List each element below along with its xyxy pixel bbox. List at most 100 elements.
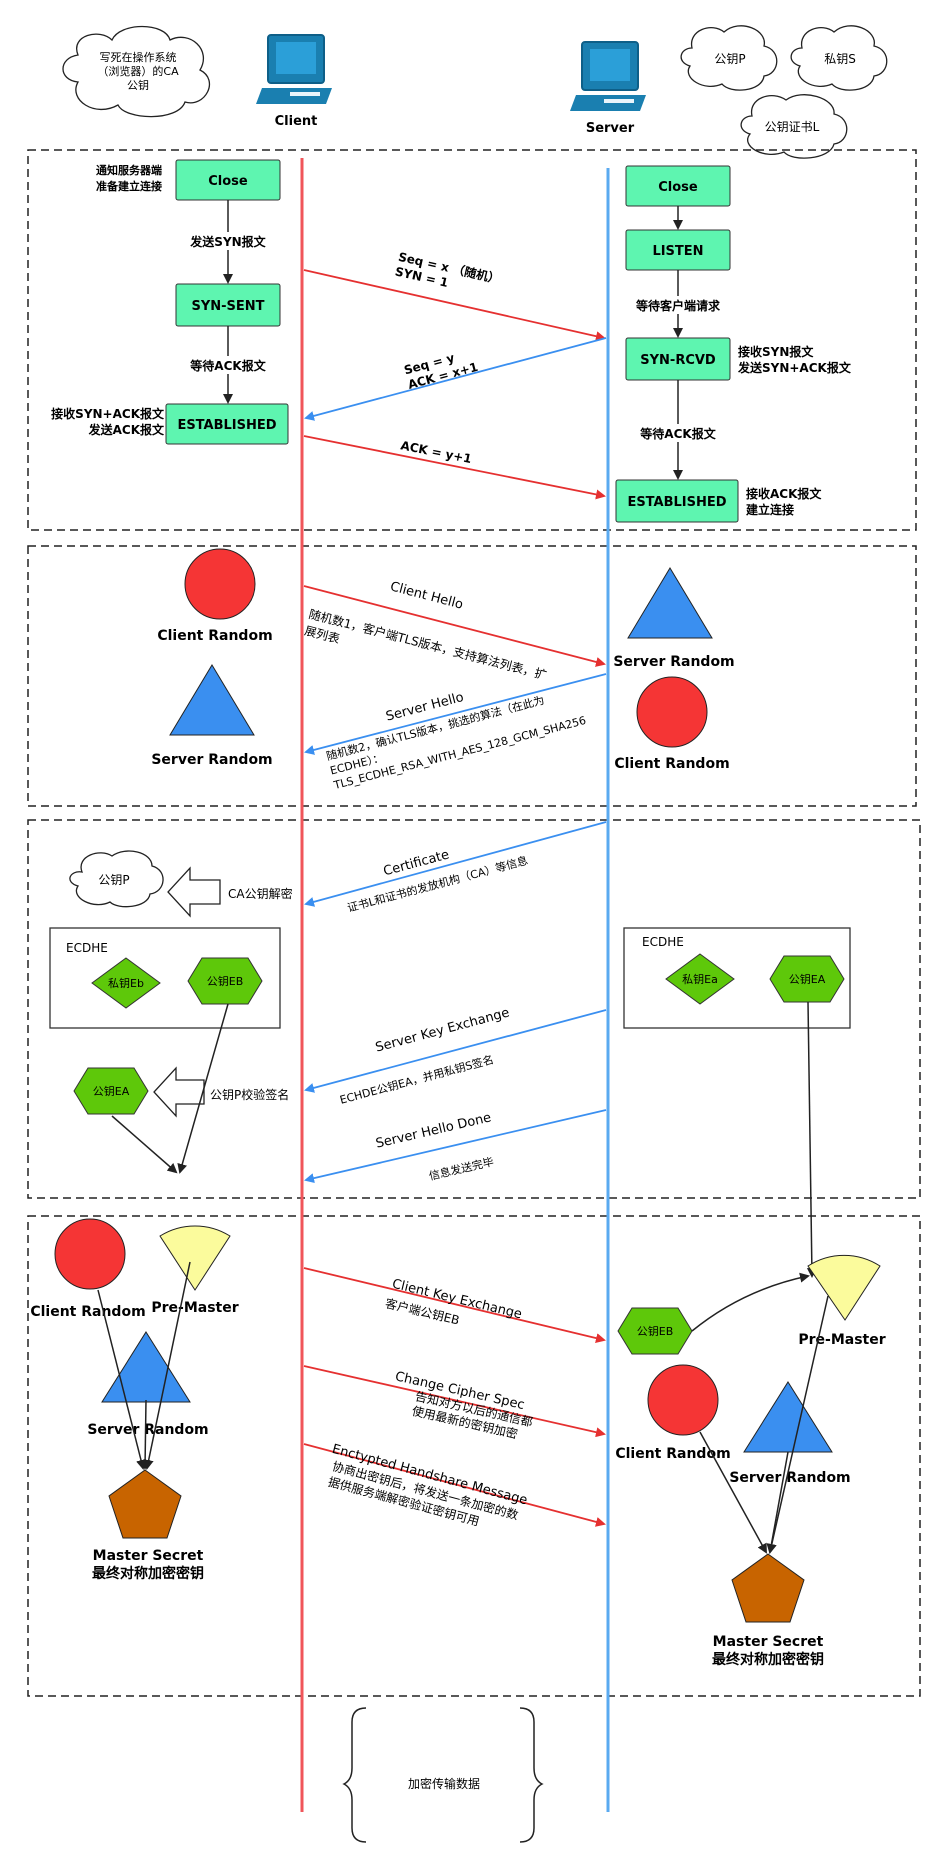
ecdhe-left-label: ECDHE [66, 941, 108, 955]
priv-ea-label: 私钥Ea [682, 972, 718, 986]
pub-eb-hexagon [187, 957, 263, 1005]
key-exchange-frame [27, 1215, 921, 1697]
left-premaster-label: Pre-Master [151, 1300, 238, 1316]
syn-sent-label: SYN-SENT [191, 299, 264, 314]
right-kx-client-random-label: Client Random [615, 1446, 730, 1462]
shd-label-group: Server Hello Done [374, 1110, 492, 1151]
priv-ea-diamond [665, 953, 735, 1005]
left-kx-client-random-label: Client Random [30, 1304, 145, 1320]
ske-label-group: Server Key Exchange [374, 1005, 511, 1055]
encrypted-handshake-arrow [303, 1443, 606, 1527]
server-random-triangle-right [627, 567, 713, 639]
left-premaster-sector [159, 1225, 231, 1291]
client-random-circle [184, 548, 256, 620]
pubkey-p-text: 公钥P [714, 52, 745, 66]
ack-message-arrow [303, 435, 606, 500]
client-note-line-2: 准备建立连接 [96, 179, 162, 193]
tcp-handshake-frame [27, 149, 917, 531]
recv-syn-line-2: 发送SYN+ACK报文 [737, 360, 852, 375]
ske-label: Server Key Exchange [374, 1005, 511, 1055]
server-key-exchange-arrow [304, 1009, 607, 1093]
left-pub-ea-label: 公钥EA [93, 1084, 130, 1098]
server-computer-icon [570, 41, 646, 111]
left-brace-icon [342, 1707, 367, 1843]
client-hello-label: Client Hello [389, 579, 465, 612]
server-wait-ack-bg [630, 424, 726, 442]
verify-signature-arrow-icon [153, 1066, 205, 1118]
verify-signature-label: 公钥P校验签名 [210, 1087, 289, 1102]
left-master-secret-pentagon [108, 1469, 182, 1539]
pubkey-p-left-text: 公钥P [98, 873, 129, 887]
encrypted-data-label: 加密传输数据 [408, 1776, 480, 1791]
right-final-key-label: 最终对称加密密钥 [712, 1651, 824, 1668]
client-hello-label-group: Client Hello [389, 579, 465, 612]
change-cipher-spec-arrow [303, 1365, 606, 1438]
shd-desc: 信息发送完毕 [428, 1154, 495, 1183]
right-client-random-label: Client Random [614, 756, 729, 772]
kx-left-sr-arrow [140, 1399, 151, 1470]
client-computer-icon [256, 34, 332, 104]
left-server-random-label: Server Random [151, 752, 272, 768]
right-server-random-label: Server Random [613, 654, 734, 670]
cert-l-cloud: 公钥证书L [740, 94, 848, 159]
client-established-label: ESTABLISHED [177, 418, 276, 433]
ecdhe-right-label: ECDHE [642, 935, 684, 949]
synack-message-arrow [304, 337, 607, 421]
listen-label: LISTEN [652, 244, 703, 259]
server-close-label: Close [658, 180, 698, 195]
wait-ack-bg [180, 356, 276, 374]
pub-ea-label: 公钥EA [789, 972, 826, 986]
kx-left-pm-arrow [143, 1261, 191, 1470]
ca-decrypt-arrow-icon [167, 866, 221, 918]
left-kx-server-random-triangle [101, 1331, 191, 1403]
ea-to-premaster-arrow [806, 1001, 817, 1278]
certificate-frame [27, 819, 921, 1199]
right-kx-server-random-triangle [743, 1381, 833, 1453]
ca-cloud-line-2: （浏览器）的CA [97, 64, 179, 78]
wait-client-bg [624, 296, 732, 314]
left-client-random-circle [54, 1218, 126, 1290]
ca-cloud-line-3: 公钥 [127, 78, 149, 92]
right-pub-eb-label: 公钥EB [637, 1324, 674, 1338]
right-premaster-sector [807, 1254, 881, 1321]
left-master-secret-label: Master Secret [93, 1548, 204, 1564]
client-established-state: ESTABLISHED [165, 403, 289, 445]
pubkey-p-cloud: 公钥P [680, 25, 778, 91]
syn-rcvd-state: SYN-RCVD [625, 337, 731, 381]
pub-eb-label: 公钥EB [207, 974, 244, 988]
recv-ack-line-2: 建立连接 [745, 502, 794, 517]
kx-left-cr-arrow [97, 1289, 146, 1470]
recv-synack-line-1: 接收SYN+ACK报文 [51, 406, 165, 421]
server-close-state: Close [625, 165, 731, 207]
right-kx-client-random-circle [647, 1364, 719, 1436]
right-premaster-label: Pre-Master [798, 1332, 885, 1348]
wait-ack-label: 等待ACK报文 [189, 358, 266, 373]
right-brace-icon [519, 1707, 544, 1843]
shd-desc-group: 信息发送完毕 [428, 1154, 495, 1183]
send-syn-bg [182, 232, 274, 250]
client-hello-arrow [303, 585, 606, 667]
server-established-state: ESTABLISHED [615, 479, 739, 523]
client-note-line-1: 通知服务器端 [96, 163, 162, 177]
recv-syn-line-1: 接收SYN报文 [738, 344, 814, 359]
pub-ea-hexagon [769, 955, 845, 1003]
left-final-key-label: 最终对称加密密钥 [92, 1565, 204, 1582]
server-hello-done-arrow [304, 1109, 607, 1184]
ca-cloud-line-1: 写死在操作系统 [100, 50, 177, 64]
listen-state: LISTEN [625, 229, 731, 271]
kx-right-sr-arrow [766, 1451, 789, 1554]
certificate-arrow [304, 821, 607, 907]
hello-frame [27, 545, 917, 807]
right-master-secret-label: Master Secret [713, 1634, 824, 1650]
server-established-label: ESTABLISHED [627, 495, 726, 510]
server-random-triangle-left [169, 664, 255, 736]
kx-right-pm-arrow [766, 1295, 829, 1554]
left-pub-ea-hexagon [73, 1067, 149, 1115]
priv-eb-diamond [91, 957, 161, 1009]
server-label: Server [586, 121, 635, 136]
privkey-s-text: 私钥S [824, 52, 856, 66]
client-hello-desc-group: 随机数1，客户端TLS版本，支持算法列表，扩 展列表 [303, 606, 548, 682]
right-master-secret-pentagon [731, 1553, 805, 1623]
right-kx-server-random-label: Server Random [729, 1470, 850, 1486]
